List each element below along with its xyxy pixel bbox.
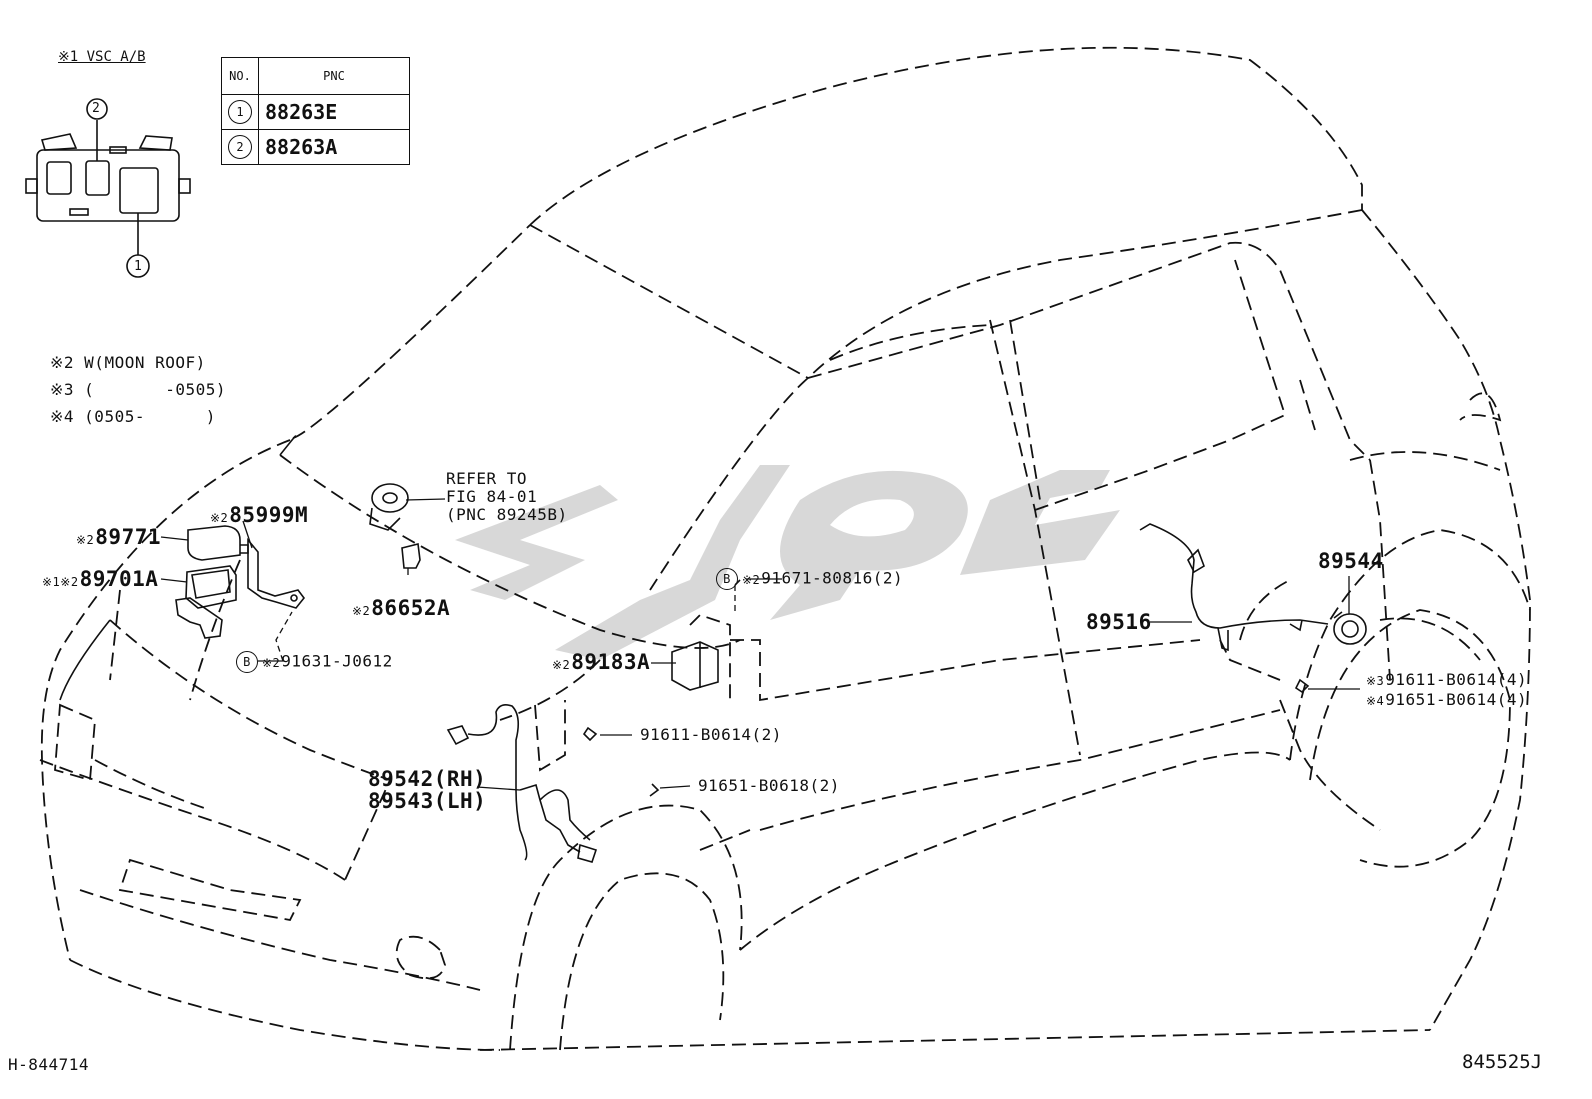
part-label-91611-rear[interactable]: ※391611-B0614(4): [1366, 670, 1528, 689]
part-label-85999m[interactable]: ※285999M: [210, 503, 309, 527]
footer-right-code: 845525J: [1462, 1051, 1543, 1073]
part-89245b-sketch: [369, 483, 409, 531]
note-3: ※3 ( -0505): [50, 380, 227, 399]
part-89544-sketch: [1333, 611, 1367, 645]
part-label-91631[interactable]: B※291631-J0612: [236, 651, 393, 673]
watermark-logo: [455, 465, 1120, 660]
pnc-table: NO. PNC 1 88263E 2 88263A: [221, 57, 410, 165]
leader-lines: [160, 498, 1360, 791]
header-pnc: PNC: [258, 57, 410, 95]
b-badge-icon: B: [236, 651, 258, 673]
vsc-relay-block-sketch: [25, 98, 191, 278]
part-label-89543[interactable]: 89543(LH): [368, 789, 487, 813]
refer-note: REFER TO FIG 84-01 (PNC 89245B): [446, 469, 568, 524]
row-number: 1: [228, 100, 252, 124]
b-badge-icon: B: [716, 568, 738, 590]
callout-1: 1: [134, 259, 142, 274]
header-no: NO.: [221, 57, 259, 95]
part-89542-sketch: [446, 704, 598, 863]
bolt-sketches: [582, 579, 1310, 797]
pnc-table-header: NO. PNC: [221, 57, 410, 95]
row-pnc: 88263E: [258, 94, 410, 130]
part-89516-sketch: [1139, 523, 1329, 652]
part-85999m-sketch: [247, 537, 306, 609]
note-4: ※4 (0505- ): [50, 407, 216, 426]
table-row: 1 88263E: [221, 94, 410, 130]
vsc-note: ※1 VSC A/B: [58, 49, 146, 65]
footer-left-code: H-844714: [8, 1055, 90, 1074]
row-number: 2: [228, 135, 252, 159]
part-label-89542[interactable]: 89542(RH): [368, 767, 487, 791]
part-89771-sketch: [187, 525, 249, 561]
part-label-91611-front[interactable]: 91611-B0614(2): [640, 725, 782, 744]
hood-detail: [59, 435, 297, 701]
part-label-91651-rear[interactable]: ※491651-B0614(4): [1366, 690, 1528, 709]
part-86652a-sketch: [401, 543, 421, 569]
car-body-outline: [39, 46, 1531, 1051]
callout-2: 2: [92, 101, 100, 116]
table-row: 2 88263A: [221, 129, 410, 165]
part-label-89516[interactable]: 89516: [1086, 610, 1152, 634]
note-2: ※2 W(MOON ROOF): [50, 353, 206, 372]
part-89183a-sketch: [671, 641, 719, 691]
part-label-89701a[interactable]: ※1※289701A: [42, 567, 159, 591]
part-label-86652a[interactable]: ※286652A: [352, 596, 451, 620]
part-89701a-sketch: [175, 565, 237, 639]
part-label-89183a[interactable]: ※289183A: [552, 650, 651, 674]
part-label-91651-front[interactable]: 91651-B0618(2): [698, 776, 840, 795]
part-label-91671[interactable]: B※291671-80816(2): [716, 568, 903, 590]
part-label-89544[interactable]: 89544: [1318, 549, 1384, 573]
part-label-89771[interactable]: ※289771: [76, 525, 161, 549]
row-pnc: 88263A: [258, 129, 410, 165]
